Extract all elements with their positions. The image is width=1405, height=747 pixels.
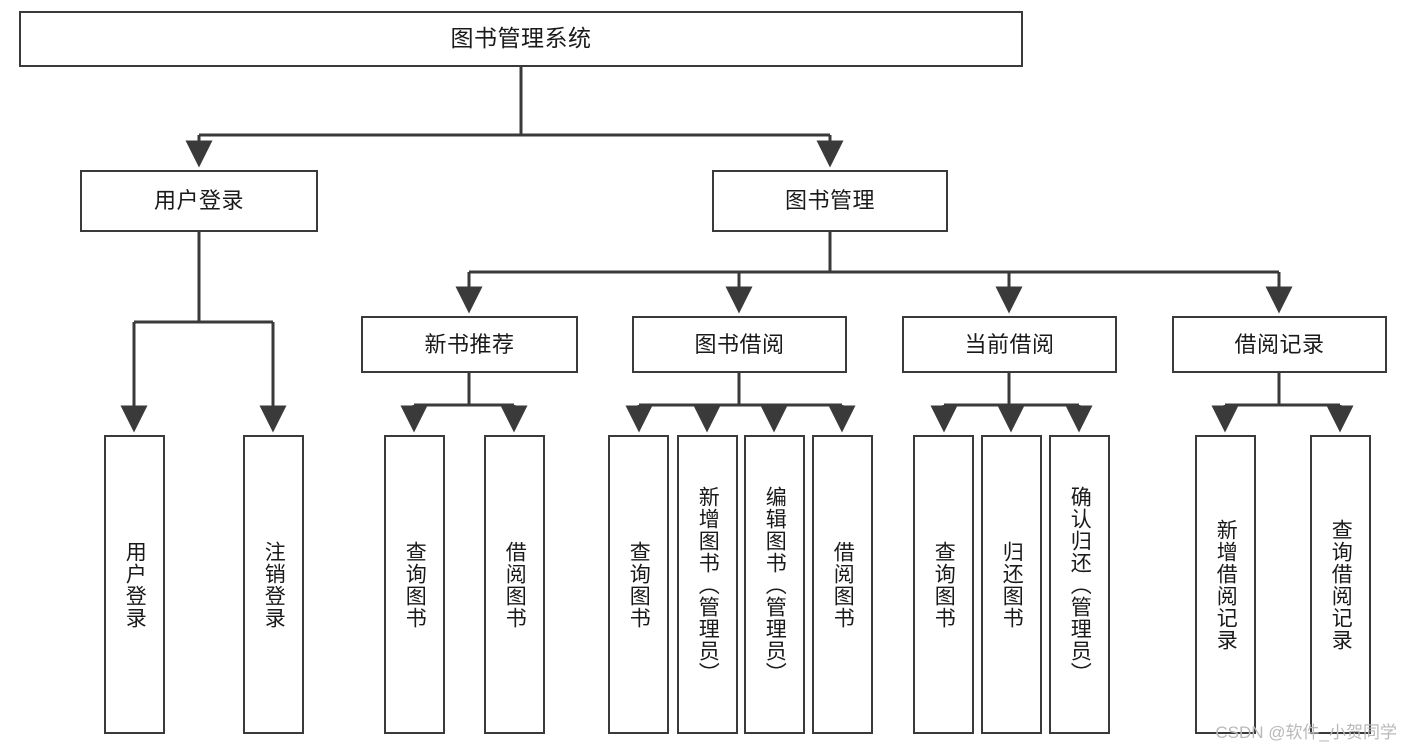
node-user-login[interactable]: 用户登录 — [80, 170, 318, 232]
node-leaf-borrow-book-1[interactable]: 借阅图书 — [484, 435, 545, 734]
node-leaf-query-book-2-label: 查询图书 — [627, 540, 651, 629]
node-current-borrow-label: 当前借阅 — [964, 331, 1055, 357]
node-leaf-query-book-3-label: 查询图书 — [932, 540, 956, 629]
watermark-text: CSDN @软件_小贺同学 — [1215, 723, 1397, 742]
node-leaf-borrow-book-2-label: 借阅图书 — [831, 540, 855, 629]
node-root-system[interactable]: 图书管理系统 — [19, 11, 1023, 67]
node-leaf-logout-login-label: 注销登录 — [262, 540, 286, 629]
node-leaf-borrow-book-2[interactable]: 借阅图书 — [812, 435, 873, 734]
node-leaf-user-login-label: 用户登录 — [123, 540, 147, 629]
node-user-login-label: 用户登录 — [153, 188, 244, 214]
node-leaf-logout-login[interactable]: 注销登录 — [243, 435, 304, 734]
node-root-system-label: 图书管理系统 — [450, 25, 592, 52]
node-leaf-query-book-2[interactable]: 查询图书 — [608, 435, 669, 734]
node-leaf-edit-book-label: 编辑图书（管理员） — [763, 485, 787, 684]
node-leaf-add-book-label: 新增图书（管理员） — [696, 485, 720, 684]
node-leaf-query-record[interactable]: 查询借阅记录 — [1310, 435, 1371, 734]
node-leaf-return-book[interactable]: 归还图书 — [981, 435, 1042, 734]
node-leaf-query-book-1[interactable]: 查询图书 — [384, 435, 445, 734]
node-leaf-query-book-3[interactable]: 查询图书 — [913, 435, 974, 734]
node-current-borrow[interactable]: 当前借阅 — [902, 316, 1117, 373]
node-book-management[interactable]: 图书管理 — [712, 170, 948, 232]
node-borrow-record-label: 借阅记录 — [1234, 331, 1325, 357]
node-leaf-user-login[interactable]: 用户登录 — [104, 435, 165, 734]
node-book-management-label: 图书管理 — [784, 188, 875, 214]
node-new-book-recommend[interactable]: 新书推荐 — [361, 316, 578, 373]
node-leaf-edit-book[interactable]: 编辑图书（管理员） — [744, 435, 805, 734]
node-leaf-query-book-1-label: 查询图书 — [403, 540, 427, 629]
node-leaf-confirm-return[interactable]: 确认归还（管理员） — [1049, 435, 1110, 734]
node-book-borrow[interactable]: 图书借阅 — [632, 316, 847, 373]
node-leaf-confirm-return-label: 确认归还（管理员） — [1068, 485, 1092, 684]
node-leaf-add-record-label: 新增借阅记录 — [1214, 518, 1238, 651]
node-leaf-borrow-book-1-label: 借阅图书 — [503, 540, 527, 629]
node-borrow-record[interactable]: 借阅记录 — [1172, 316, 1387, 373]
node-new-book-recommend-label: 新书推荐 — [424, 331, 515, 357]
node-leaf-add-book[interactable]: 新增图书（管理员） — [677, 435, 738, 734]
node-leaf-query-record-label: 查询借阅记录 — [1329, 518, 1353, 651]
node-leaf-add-record[interactable]: 新增借阅记录 — [1195, 435, 1256, 734]
node-book-borrow-label: 图书借阅 — [694, 331, 785, 357]
node-leaf-return-book-label: 归还图书 — [1000, 540, 1024, 629]
